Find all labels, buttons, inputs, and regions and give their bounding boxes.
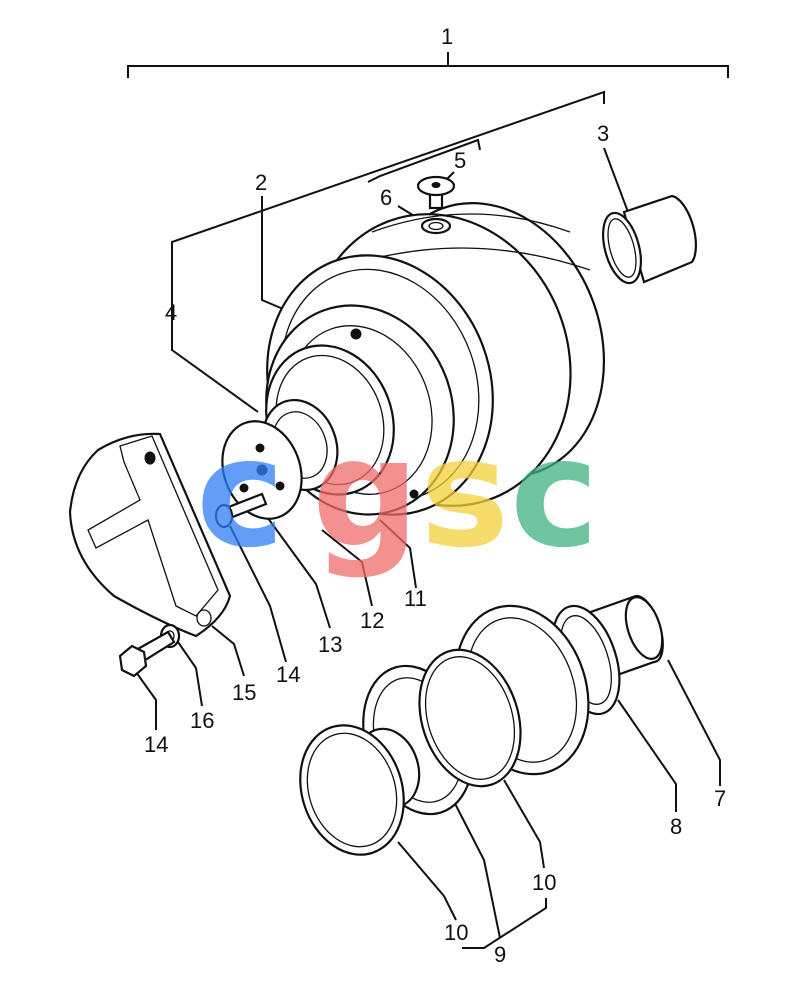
- part-10-o-ring-left: [299, 724, 405, 856]
- callout-14-lower: 14: [144, 732, 168, 757]
- watermark-letter-s: s: [420, 407, 509, 581]
- watermark-logo: c g s c: [196, 407, 599, 581]
- callout-12: 12: [360, 608, 384, 633]
- callout-10-right: 10: [532, 870, 556, 895]
- part-15-end-cover: [68, 432, 232, 638]
- watermark-letter-c2: c: [510, 407, 599, 581]
- part-5-plug: [416, 175, 456, 210]
- callout-7: 7: [714, 786, 726, 811]
- watermark-letter-c1: c: [196, 407, 285, 581]
- callout-9: 9: [494, 942, 506, 967]
- callout-16: 16: [190, 708, 214, 733]
- leader-lines: [135, 90, 721, 949]
- part-6-washer: [420, 217, 452, 235]
- callout-6: 6: [380, 185, 392, 210]
- callout-10-left: 10: [444, 920, 468, 945]
- callout-2: 2: [255, 170, 267, 195]
- callout-15: 15: [232, 680, 256, 705]
- callout-13: 13: [318, 632, 342, 657]
- part-13-flange: [221, 420, 303, 520]
- callout-5: 5: [454, 148, 466, 173]
- callout-4: 4: [165, 300, 177, 325]
- callout-3: 3: [597, 121, 609, 146]
- callout-14-upper: 14: [276, 662, 300, 687]
- watermark-letter-g: g: [312, 407, 419, 581]
- callout-11: 11: [404, 586, 427, 611]
- part-10-o-ring-right: [418, 648, 522, 788]
- part-3-bushing: [602, 194, 698, 285]
- assembly-bracket-1: [127, 52, 729, 78]
- callout-1: 1: [441, 24, 453, 49]
- callout-labels: 1 2 3 4 5 6 7 8 9 10 10 11 12 13 14 15 1…: [144, 24, 726, 967]
- part-14-hex-bolt-lower: [118, 630, 176, 678]
- part-14-bolt-upper: [214, 492, 268, 529]
- callout-8: 8: [670, 814, 682, 839]
